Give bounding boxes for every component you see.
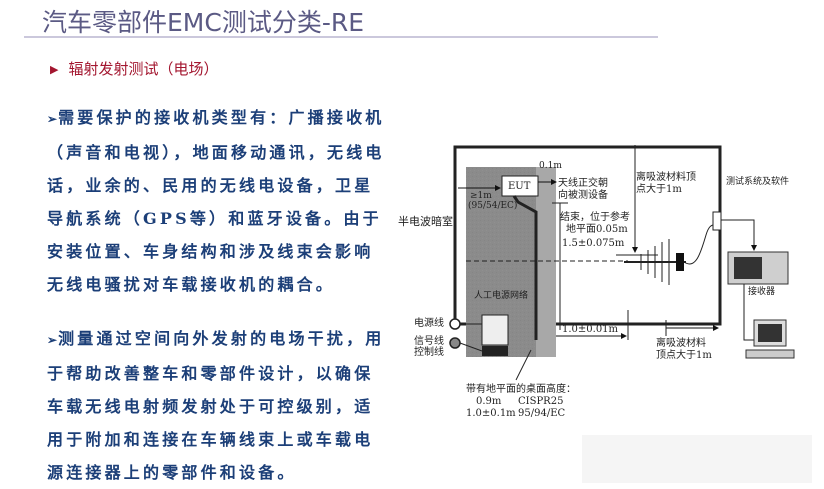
- diagram-graphics: [449, 145, 795, 381]
- absorber-top-label-1: 离吸波材料顶: [636, 172, 696, 183]
- table-height-cispr-std: CISPR25: [518, 396, 564, 407]
- eut-label: EUT: [508, 181, 531, 192]
- table-height-ec-std: 95/94/EC: [518, 408, 566, 419]
- control-line-label: 控制线: [414, 347, 444, 358]
- absorber-top-label-2: 点大于1m: [636, 184, 682, 195]
- dist-ge1m-ref-label: (95/54/EC): [468, 201, 518, 211]
- dist-ge1m-label: ≥1m: [470, 191, 492, 201]
- paragraph-receiver-types: ➢需要保护的接收机类型有：广播接收机（声音和电视），地面移动通讯，无线电话，业余…: [47, 101, 387, 301]
- section-heading-text: 辐射发射测试（电场）: [68, 60, 219, 78]
- table-height-cispr-value: 0.9m: [476, 396, 502, 407]
- antenna-orient-label-1: 天线正交朝: [558, 178, 608, 189]
- re-test-setup-diagram: 半电波暗室 EUT 0.1m ≥1m (95/54/EC) 天线正交朝 向被测设…: [396, 140, 824, 425]
- blank-panel: [582, 435, 812, 483]
- slide-title: 汽车零部件EMC测试分类-RE: [42, 8, 365, 37]
- arrow-bullet-icon: ➢: [47, 333, 58, 347]
- power-line-label: 电源线: [414, 318, 444, 329]
- lisn-label: 人工电源网络: [474, 291, 529, 301]
- title-divider: [24, 36, 658, 38]
- absorber-side-label-2: 顶点大于1m: [656, 350, 712, 361]
- test-system-label: 测试系统及软件: [726, 177, 790, 187]
- paragraph-measurement: ➢测量通过空间向外发射的电场干扰，用于帮助改善整车和零部件设计，以确保车载无线电…: [47, 322, 387, 489]
- harness-end-label-1: 结束，位于参考: [560, 212, 630, 223]
- dist-1-0m-label: 1.0±0.01m: [562, 324, 619, 335]
- triangle-right-icon: ▶: [50, 63, 59, 76]
- arrow-bullet-icon: ➢: [47, 112, 58, 126]
- chamber-label: 半电波暗室: [398, 215, 453, 228]
- harness-end-label-2: 地平面0.05m: [566, 224, 628, 235]
- table-height-label: 带有地平面的桌面高度：: [466, 384, 576, 395]
- table-height-ec-value: 1.0±0.1m: [466, 408, 516, 419]
- antenna-orient-label-2: 向被测设备: [558, 190, 608, 201]
- dist-01m-label: 0.1m: [539, 161, 562, 171]
- section-heading: ▶ 辐射发射测试（电场）: [50, 58, 218, 79]
- signal-line-label: 信号线: [414, 336, 444, 347]
- height-1-5m-label: 1.5±0.075m: [562, 238, 625, 249]
- absorber-side-label-1: 离吸波材料: [656, 338, 706, 349]
- receiver-label: 接收器: [748, 287, 776, 297]
- paragraph-text: 测量通过空间向外发射的电场干扰，用于帮助改善整车和零部件设计，以确保车载无线电射…: [47, 329, 385, 482]
- paragraph-text: 需要保护的接收机类型有：广播接收机（声音和电视），地面移动通讯，无线电话，业余的…: [47, 108, 385, 294]
